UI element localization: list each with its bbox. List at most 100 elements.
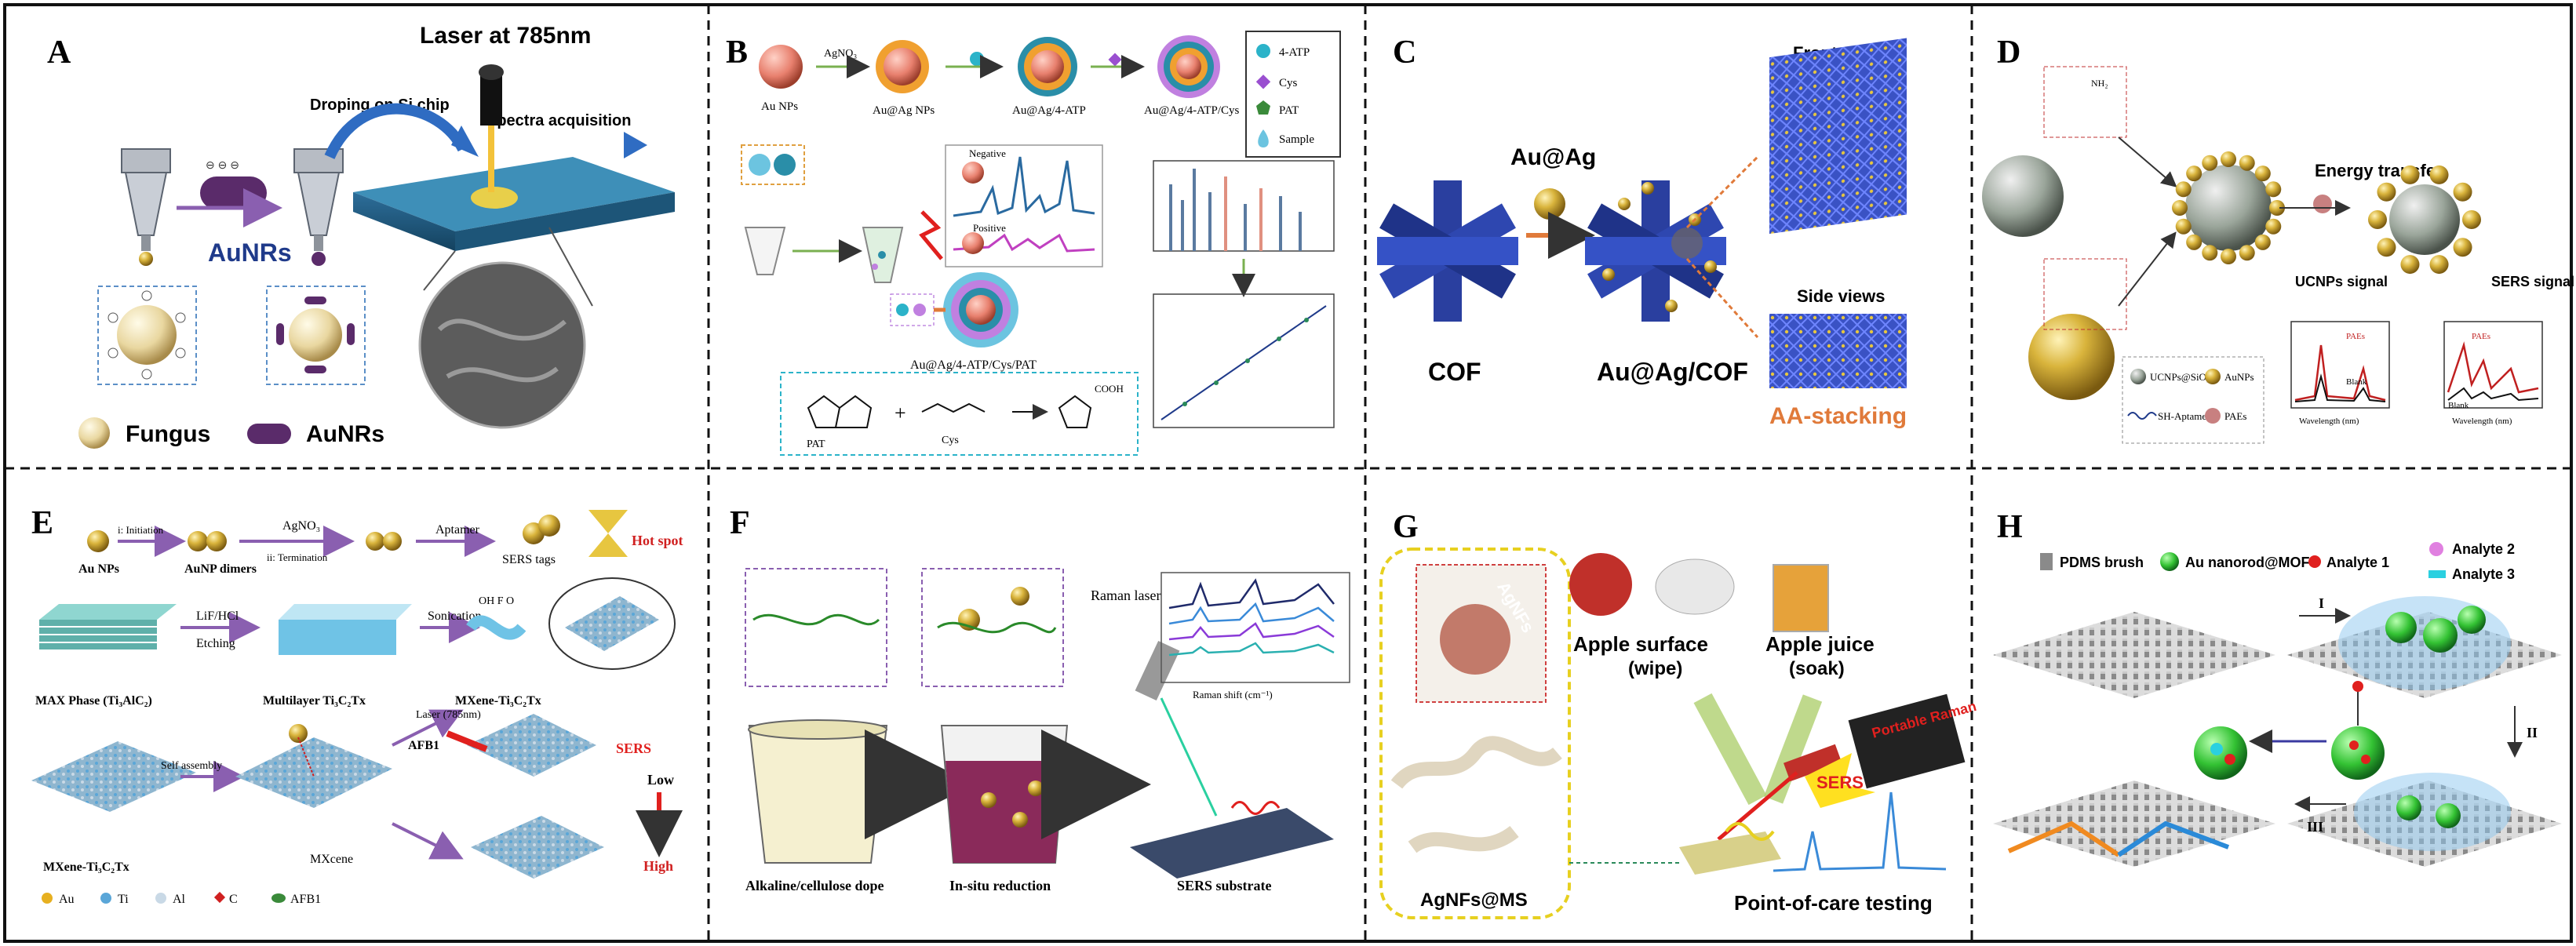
svg-text:⊖ ⊖ ⊖: ⊖ ⊖ ⊖ [206,158,239,171]
svg-text:Au: Au [59,893,75,906]
svg-text:Blank: Blank [2448,401,2469,410]
au-ag-particle [884,48,921,86]
svg-text:Sample: Sample [1279,133,1314,146]
au-nanorod-mof-right [2331,726,2385,780]
svg-text:PAT: PAT [1279,104,1299,117]
panel-f: F Raman laser [730,505,1350,893]
agnfs-ms-frame [1379,548,1571,919]
panel-b-legend: 4-ATP Cys PAT Sample [1245,31,1341,158]
spectra-plot: Negative Positive [945,144,1103,267]
energy-transfer-assembly [2368,165,2481,275]
panel-a-letter: A [47,35,71,71]
svg-text:Analyte 2: Analyte 2 [2452,541,2515,557]
panel-f-letter: F [730,505,750,541]
aunrs-label: AuNRs [208,238,292,267]
svg-text:SERS: SERS [616,740,651,756]
svg-text:AgNFs@MS: AgNFs@MS [1420,890,1528,911]
fungus-box [97,286,197,385]
panel-c-letter: C [1393,35,1416,71]
si-chip [353,157,675,251]
svg-text:Alkaline/cellulose dope: Alkaline/cellulose dope [745,878,884,893]
complex-label: Au@Ag/4-ATP/Cys/PAT [910,358,1037,372]
portable-raman: Portable Raman [1784,693,1978,789]
panel-e: E Au NPs i: Initiation AuNP dimers AgNO₃… [31,505,683,906]
svg-text:PAEs: PAEs [2346,332,2365,341]
front-view-lattice [1769,38,1907,235]
svg-text:MXcene: MXcene [310,853,353,866]
panel-d-legend: UCNPs@SiO₂ AuNPs SH-Aptamer PAEs [2122,356,2264,444]
svg-text:MXene-Ti₃C₂Tx: MXene-Ti₃C₂Tx [43,860,129,874]
svg-text:II: II [2527,725,2538,740]
svg-text:Low: Low [647,772,674,788]
svg-text:COOH: COOH [1095,383,1124,395]
aunp-satellite [2453,182,2472,202]
svg-text:Wavelength (nm): Wavelength (nm) [2299,417,2359,426]
svg-text:Laser (785nm): Laser (785nm) [416,709,481,721]
svg-text:UCNPs@SiO₂: UCNPs@SiO₂ [2150,371,2210,383]
svg-text:AgNO₃: AgNO₃ [282,519,320,533]
svg-text:OH F O: OH F O [479,595,514,607]
cellulose-zoom [745,568,887,687]
au-ag-label: Au@Ag [1510,144,1596,170]
svg-text:(wipe): (wipe) [1628,658,1682,679]
beaker-alkaline [748,719,888,864]
aunp-satellite [2269,200,2285,216]
step-label-1: Au@Ag NPs [873,104,935,117]
apple-icon [1569,553,1632,616]
legend-aunrs: AuNRs [306,421,384,447]
svg-text:AuNP dimers: AuNP dimers [184,562,257,576]
svg-text:NH₂: NH₂ [2091,78,2108,89]
au-ag-cof-label: Au@Ag/COF [1597,358,1748,386]
svg-text:Cys: Cys [1279,77,1298,89]
svg-text:i: Initiation: i: Initiation [118,524,164,536]
svg-text:C: C [229,893,238,906]
core-shell-assembly [2172,151,2285,264]
ucnp-sio2-sphere [1982,155,2064,237]
svg-text:SERS tags: SERS tags [502,553,556,566]
panel-h: H PDMS brush Au nanorod@MOF Analyte 1 An… [1993,509,2562,867]
sers-spectrum: PAEs Blank Wavelength (nm) [2443,321,2543,426]
raman-bar-plot [1153,160,1335,252]
svg-text:Hot spot: Hot spot [632,533,683,548]
svg-text:MAX Phase (Ti₃AlC₂): MAX Phase (Ti₃AlC₂) [35,694,152,708]
svg-text:Etching: Etching [196,637,235,650]
melamine-sponge [1390,736,1562,853]
svg-text:AFB1: AFB1 [290,893,321,906]
step-label-3: Au@Ag/4-ATP/Cys [1144,104,1239,117]
aunp-satellite [2175,218,2192,235]
pillar-array-bl [1993,780,2275,867]
panel-a: A Laser at 785nm Droping on Si chip Spec… [47,23,675,449]
aunr-capsule: ⊖ ⊖ ⊖ AuNRs [177,158,292,267]
svg-text:Point-of-care testing: Point-of-care testing [1734,891,1933,915]
aunp-satellite [2265,181,2282,198]
aunp-satellite [2429,255,2449,275]
svg-text:SERS substrate: SERS substrate [1177,878,1272,893]
aunp-satellite [2221,151,2236,167]
panel-g: G AgNFs AgNFs@MS Apple surface (wipe) Ap… [1379,509,1978,919]
sem-image [420,263,585,428]
aunp-satellite [2172,200,2188,216]
energy-transfer-label: Energy transfer [2315,161,2443,180]
svg-text:Raman laser: Raman laser [1091,588,1160,603]
svg-text:Au nanorod@MOF: Au nanorod@MOF [2185,555,2310,570]
svg-text:Self assembly: Self assembly [161,760,222,772]
pillar-array-tl [1993,612,2275,698]
svg-text:I: I [2319,595,2324,611]
au-ag-atp-cys-particle [1176,54,1201,79]
aunp-satellite [2400,255,2420,275]
aunp-satellite [2186,234,2203,250]
svg-text:SERS: SERS [1816,773,1864,792]
panel-e-letter: E [31,505,53,541]
panel-b-letter: B [726,35,748,71]
aunp-satellite [2265,218,2282,235]
svg-text:Analyte 3: Analyte 3 [2452,566,2515,582]
svg-text:AuNPs: AuNPs [2224,371,2254,383]
laser-source [479,64,504,192]
panel-h-letter: H [1997,509,2023,545]
aunp-satellite [2429,165,2449,184]
aunp-satellite [2254,166,2271,182]
panel-h-legend: PDMS brush Au nanorod@MOF Analyte 1 Anal… [2040,541,2515,582]
svg-text:Analyte 1: Analyte 1 [2326,555,2389,570]
aunp-satellite [2221,249,2236,264]
